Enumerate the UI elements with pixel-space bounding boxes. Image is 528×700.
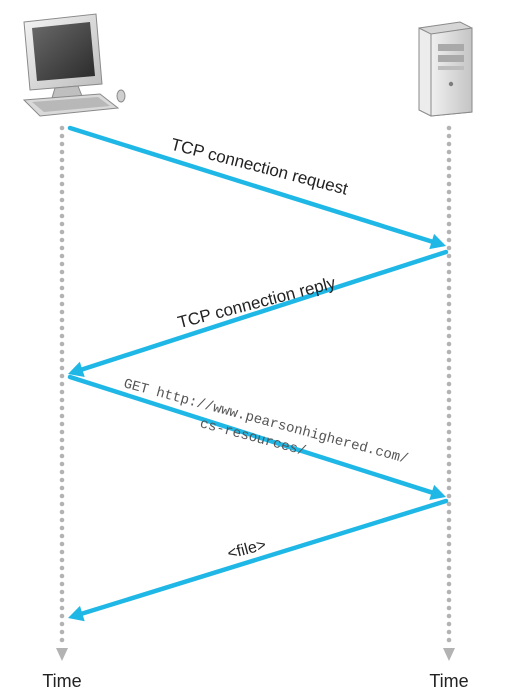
server-tower-icon [418, 21, 473, 117]
timelines [56, 125, 455, 661]
server-timeline [443, 125, 455, 661]
get-request-line1: GET http://www.pearsonhighered.com/ [122, 376, 410, 468]
get-arrow [67, 374, 446, 501]
client-timeline [56, 125, 68, 661]
synack-message-label: TCP connection reply [176, 273, 338, 332]
syn-arrow [67, 125, 446, 250]
file-arrow [68, 498, 449, 622]
message-arrows [67, 125, 449, 622]
synack-arrow [68, 249, 449, 378]
server-time-label: Time [429, 671, 468, 691]
client-timeline-arrowhead [56, 648, 68, 661]
desktop-computer-icon [22, 13, 126, 117]
client-time-label: Time [42, 671, 81, 691]
server-timeline-arrowhead [443, 648, 455, 661]
